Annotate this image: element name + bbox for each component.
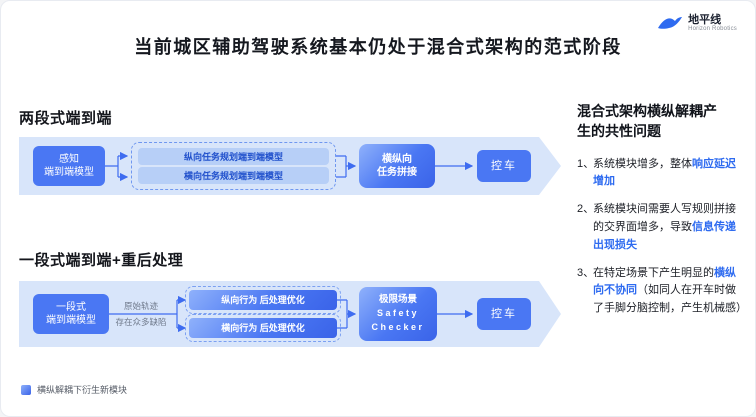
- problem-text: 系统模块增多，整体响应延迟增加: [593, 156, 745, 192]
- problem-text-highlight: 横纵向不协同: [593, 266, 736, 297]
- problems-panel: 混合式架构横纵解耦产生的共性问题 1、 系统模块增多，整体响应延迟增加 2、 系…: [577, 101, 747, 328]
- slide-title: 当前城区辅助驾驶系统基本仍处于混合式架构的范式阶段: [134, 37, 622, 57]
- problem-text: 系统模块间需要人写规则拼接的交界面增多，导致信息传递出现损失: [593, 201, 745, 254]
- flow-band-two-stage: 感知 端到端模型 纵向任务规划端到端模型 横向任务规划端到端模型 横纵向 任务拼…: [19, 137, 561, 195]
- problem-text-highlight: 响应延迟增加: [593, 157, 736, 188]
- horizon-wing-icon: [658, 17, 683, 29]
- task-stitch-box: 横纵向 任务拼接: [359, 144, 435, 188]
- safety-checker-en-label: Safety Checker: [371, 308, 425, 332]
- lateral-planning-box: 横向任务规划端到端模型: [138, 167, 329, 184]
- problem-text-post: （如同人在开车时做了手脚分脑控制，产生机械感）: [593, 284, 747, 315]
- longitudinal-planning-box: 纵向任务规划端到端模型: [138, 148, 329, 165]
- legend: 横纵解耦下衍生新模块: [21, 383, 127, 396]
- safety-checker-box: 极限场景 Safety Checker: [359, 287, 437, 341]
- section-heading-one-stage: 一段式端到端+重后处理: [19, 252, 184, 269]
- problem-text-pre: 系统模块增多，整体: [593, 157, 692, 170]
- logo-text: 地平线 Horizon Robotics: [688, 14, 737, 32]
- safety-checker-cn-label: 极限场景: [378, 293, 417, 305]
- logo-subtitle: Horizon Robotics: [688, 26, 737, 33]
- section-heading-two-stage: 两段式端到端: [19, 110, 113, 127]
- problem-text-pre: 在特定场景下产生明显的: [593, 266, 714, 279]
- problem-text: 在特定场景下产生明显的横纵向不协同（如同人在开车时做了手脚分脑控制，产生机械感）: [593, 265, 747, 318]
- perception-model-box: 感知 端到端模型: [33, 146, 105, 186]
- problems-heading: 混合式架构横纵解耦产生的共性问题: [577, 103, 717, 140]
- problem-item-1: 1、 系统模块增多，整体响应延迟增加: [577, 156, 745, 192]
- lateral-postprocess-box: 横向行为 后处理优化: [189, 318, 337, 338]
- problem-text-highlight: 信息传递出现损失: [593, 221, 736, 251]
- problem-item-2: 2、 系统模块间需要人写规则拼接的交界面增多，导致信息传递出现损失: [577, 201, 745, 254]
- planning-models-group: 纵向任务规划端到端模型 横向任务规划端到端模型: [131, 142, 336, 190]
- flow-band-one-stage: 一段式 端到端模型 原始轨迹 存在众多缺陷 纵向行为 后处理优化 横向行为 后处…: [19, 281, 561, 347]
- vehicle-control-box-1: 控车: [477, 150, 531, 182]
- vehicle-control-box-2: 控车: [477, 298, 531, 330]
- problem-number: 1、: [577, 157, 595, 170]
- problem-number: 2、: [577, 203, 595, 216]
- longitudinal-postprocess-box: 纵向行为 后处理优化: [189, 290, 337, 310]
- problem-item-3: 3、 在特定场景下产生明显的横纵向不协同（如同人在开车时做了手脚分脑控制，产生机…: [577, 265, 747, 318]
- problem-number: 3、: [577, 266, 595, 279]
- horizon-logo: 地平线 Horizon Robotics: [657, 14, 737, 32]
- raw-trajectory-note: 原始轨迹 存在众多缺陷: [115, 301, 167, 328]
- problem-text-pre: 系统模块间需要人写规则拼接的交界面增多，导致: [593, 203, 736, 234]
- logo-name: 地平线: [688, 14, 722, 26]
- legend-label: 横纵解耦下衍生新模块: [37, 385, 128, 395]
- one-stage-model-box: 一段式 端到端模型: [33, 294, 109, 334]
- new-module-swatch-icon: [21, 384, 31, 395]
